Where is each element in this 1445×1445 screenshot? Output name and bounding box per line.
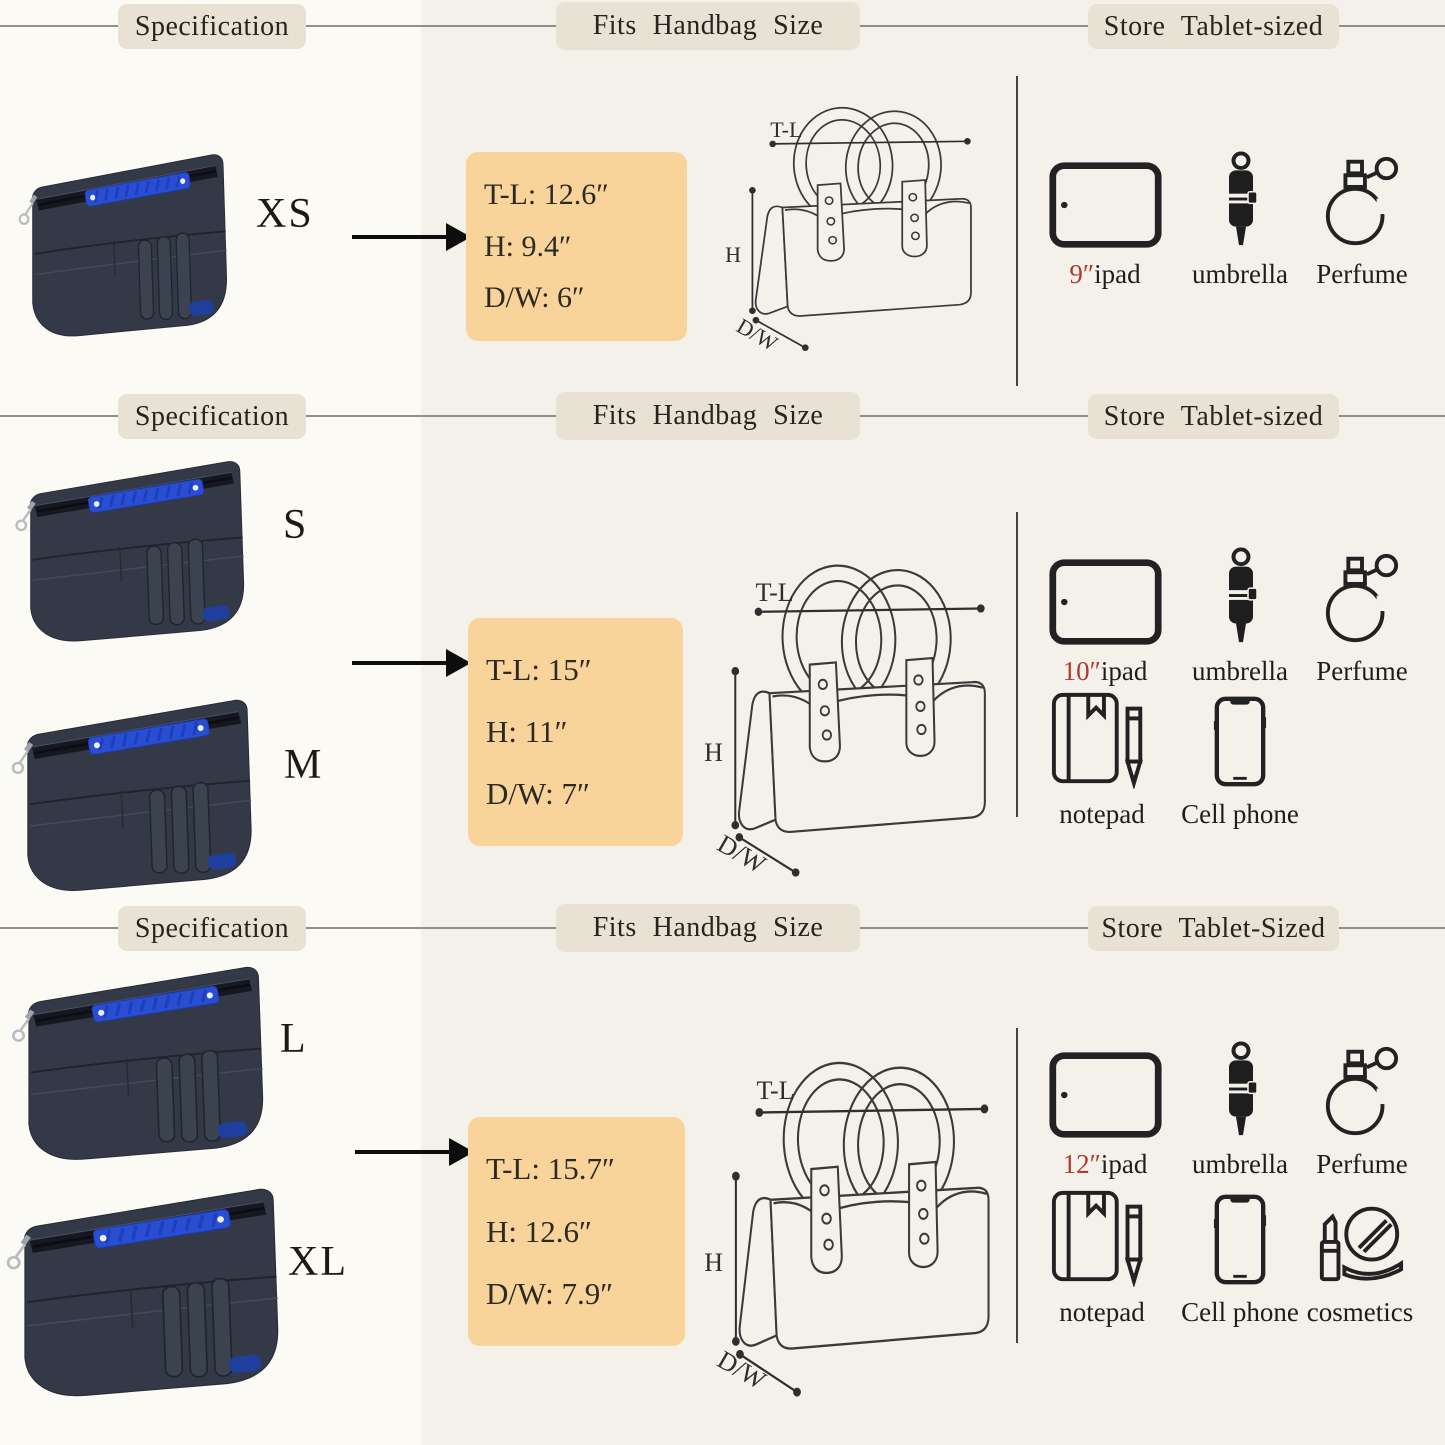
spec-line-tl: T-L: 12.6″ xyxy=(484,177,609,211)
store-item-cellphone: Cell phone xyxy=(1150,1180,1330,1328)
store-item-ipad: 12″ipad xyxy=(1020,1040,1190,1180)
store-item-label: Cell phone xyxy=(1181,799,1299,829)
store-item-ipad: 10″ipad xyxy=(1020,545,1190,687)
store-item-label: Cell phone xyxy=(1181,1297,1299,1327)
row2-spec-header: Specification xyxy=(118,394,306,439)
store-item-umbrella: umbrella xyxy=(1155,545,1325,687)
row2-store-header: Store Tablet-sized xyxy=(1088,394,1339,439)
store-item-label: Perfume xyxy=(1316,656,1408,686)
bag-size-label-s: S xyxy=(283,502,309,548)
organizer-bag-photo-m xyxy=(4,688,262,900)
spec-line-dw: D/W: 6″ xyxy=(484,281,585,315)
spec-line-dw: D/W: 7″ xyxy=(486,776,590,811)
dim-label-tl: T-L xyxy=(755,577,794,607)
store-item-label: 12″ipad xyxy=(1062,1149,1148,1179)
arrow-icon xyxy=(355,1138,474,1166)
store-item-perfume: Perfume xyxy=(1282,545,1442,687)
store-item-ipad: 9″ipad xyxy=(1020,150,1190,290)
row1-divider xyxy=(1016,76,1018,386)
umbrella-icon xyxy=(1216,1040,1264,1139)
umbrella-icon xyxy=(1216,150,1264,249)
perfume-icon xyxy=(1322,549,1402,646)
arrow-icon xyxy=(352,649,471,677)
row3-spec-header: Specification xyxy=(118,906,306,951)
store-item-label: Perfume xyxy=(1316,1149,1408,1179)
store-item-label: 10″ipad xyxy=(1062,656,1148,686)
store-item-label: notepad xyxy=(1059,799,1145,829)
store-item-label: notepad xyxy=(1059,1297,1145,1327)
spec-line-h: H: 12.6″ xyxy=(486,1213,592,1249)
bag-size-label-xl: XL xyxy=(288,1239,348,1285)
store-item-umbrella: umbrella xyxy=(1155,150,1325,290)
cosmetics-icon xyxy=(1315,1195,1405,1287)
cellphone-icon xyxy=(1212,694,1268,789)
row3-fits-header: Fits Handbag Size xyxy=(556,904,860,952)
store-item-label: umbrella xyxy=(1192,656,1288,686)
dim-label-tl: T-L xyxy=(756,1075,795,1105)
store-item-label: Perfume xyxy=(1316,259,1408,289)
spec-line-dw: D/W: 7.9″ xyxy=(486,1275,614,1311)
store-item-label: cosmetics xyxy=(1306,1297,1414,1327)
spec-line-h: H: 11″ xyxy=(486,714,568,749)
organizer-bag-photo-xs xyxy=(12,143,236,345)
row2-divider xyxy=(1016,512,1018,817)
ipad-icon xyxy=(1048,1051,1163,1139)
bag-size-label-xs: XS xyxy=(256,191,314,237)
organizer-bag-photo-xl xyxy=(0,1176,290,1406)
umbrella-icon xyxy=(1216,546,1264,646)
row1-fits-header: Fits Handbag Size xyxy=(556,2,860,50)
store-item-umbrella: umbrella xyxy=(1155,1040,1325,1180)
organizer-bag-photo-l xyxy=(4,955,274,1169)
spec-line-tl: T-L: 15.7″ xyxy=(486,1151,615,1187)
spec-measurements-box: T-L: 15″ H: 11″ D/W: 7″ xyxy=(468,618,683,846)
cellphone-icon xyxy=(1212,1192,1268,1287)
row1-store-header: Store Tablet-sized xyxy=(1088,4,1339,49)
perfume-icon xyxy=(1322,152,1402,249)
row2-fits-header: Fits Handbag Size xyxy=(556,392,860,440)
dim-label-h: H xyxy=(704,1247,724,1277)
arrow-icon xyxy=(352,223,471,251)
store-item-perfume: Perfume xyxy=(1282,150,1442,290)
store-item-notepad: notepad xyxy=(1012,1180,1192,1328)
handbag-dimension-diagram: T-L H D/W xyxy=(688,1044,1014,1398)
notepad-icon xyxy=(1049,689,1155,789)
dim-label-h: H xyxy=(704,737,723,767)
ipad-icon xyxy=(1048,161,1163,249)
handbag-dimension-diagram: T-L H D/W xyxy=(688,548,1010,879)
row3-divider xyxy=(1016,1028,1018,1343)
store-item-label: umbrella xyxy=(1192,1149,1288,1179)
handbag-dimension-diagram: T-L H D/W xyxy=(711,94,993,356)
perfume-icon xyxy=(1322,1042,1402,1139)
spec-line-h: H: 9.4″ xyxy=(484,229,572,263)
dim-label-tl: T-L xyxy=(770,117,803,143)
spec-measurements-box: T-L: 15.7″ H: 12.6″ D/W: 7.9″ xyxy=(468,1117,685,1346)
row3-store-header: Store Tablet-Sized xyxy=(1088,906,1339,951)
ipad-icon xyxy=(1048,558,1163,646)
store-item-notepad: notepad xyxy=(1012,688,1192,830)
store-item-cellphone: Cell phone xyxy=(1150,688,1330,830)
store-item-label: 9″ipad xyxy=(1069,259,1141,289)
bag-size-label-m: M xyxy=(284,742,324,788)
dim-label-h: H xyxy=(725,242,741,268)
spec-line-tl: T-L: 15″ xyxy=(486,652,592,687)
store-item-label: umbrella xyxy=(1192,259,1288,289)
row1-spec-header: Specification xyxy=(118,4,306,49)
organizer-bag-photo-s xyxy=(8,450,254,650)
bag-size-label-l: L xyxy=(280,1016,308,1062)
spec-measurements-box: T-L: 12.6″ H: 9.4″ D/W: 6″ xyxy=(466,152,687,341)
notepad-icon xyxy=(1049,1187,1155,1287)
store-item-perfume: Perfume xyxy=(1282,1040,1442,1180)
store-item-cosmetics: cosmetics xyxy=(1272,1180,1445,1328)
